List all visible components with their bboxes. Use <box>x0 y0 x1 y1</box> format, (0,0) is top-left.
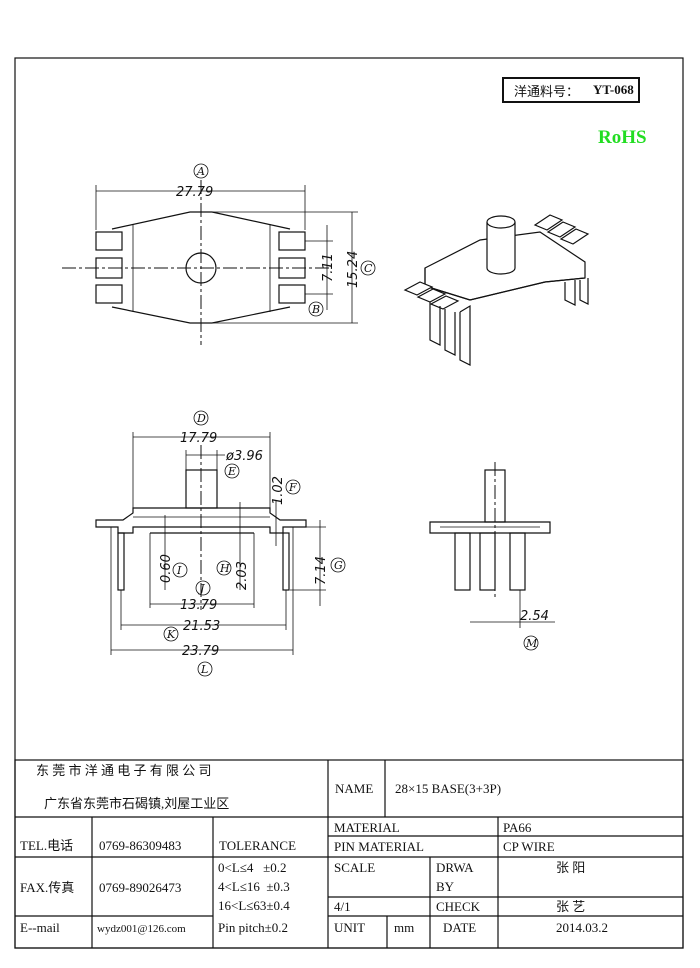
pin-right <box>282 532 290 591</box>
tolerance-label: TOLERANCE <box>219 838 296 853</box>
name-value: 28×15 BASE(3+3P) <box>395 781 501 796</box>
rohs-mark: RoHS <box>598 127 647 148</box>
dim-overall: 23.79 <box>182 644 219 659</box>
name-label: NAME <box>335 781 373 796</box>
pin-material-value: CP WIRE <box>503 839 555 854</box>
part-number-box: 洋通料号： YT-068 <box>502 77 640 103</box>
material-label: MATERIAL <box>334 820 400 835</box>
material-value: PA66 <box>503 820 532 835</box>
label-i: I <box>176 564 182 577</box>
tel-label: TEL.电话 <box>20 838 73 853</box>
dim-pillar-height: 2.03 <box>235 561 250 590</box>
scale-value: 4/1 <box>334 899 351 914</box>
drawn-label: DRWA <box>436 860 474 875</box>
label-k: K <box>166 628 176 641</box>
front-view: 17.79 D ø3.96 E 1.02 F 7.14 G 0.60 I 2.0… <box>95 410 346 677</box>
pin-left <box>117 532 125 591</box>
label-g: G <box>334 559 343 572</box>
dim-body: 17.79 <box>180 431 217 446</box>
scale-label: SCALE <box>334 860 375 875</box>
label-f: F <box>288 481 297 494</box>
label-h: H <box>219 562 230 575</box>
dim-flange: 1.02 <box>271 476 286 505</box>
check-label: CHECK <box>436 899 481 914</box>
dim-pitch: 7.11 <box>321 253 336 282</box>
drawn-value: 张 阳 <box>556 860 585 875</box>
email-value: wydz001@126.com <box>97 923 186 935</box>
tel-value: 0769-86309483 <box>99 838 181 853</box>
tolerance-row: 0<L≤4 ±0.2 <box>218 860 287 875</box>
label-b: B <box>311 303 320 316</box>
pin <box>509 532 526 591</box>
drawn-label: BY <box>436 879 455 894</box>
pads-left <box>95 231 123 304</box>
label-l: L <box>200 663 208 676</box>
pin <box>454 532 471 591</box>
tolerance-row: 4<L≤16 ±0.3 <box>218 879 290 894</box>
tolerance-row: Pin pitch±0.2 <box>218 920 288 935</box>
check-value: 张 艺 <box>556 899 585 914</box>
title-block-text: 东 莞 市 洋 通 电 子 有 限 公 司 广东省东莞市石碣镇,刘屋工业区 NA… <box>20 763 608 935</box>
dim-depth: 15.24 <box>346 251 361 288</box>
label-c: C <box>364 262 373 275</box>
part-number-label: 洋通料号： <box>514 83 580 99</box>
dim-pin-length: 7.14 <box>314 556 329 585</box>
unit-label: UNIT <box>334 920 365 935</box>
dim-inner: 13.79 <box>180 598 217 613</box>
date-label: DATE <box>443 920 476 935</box>
label-d: D <box>196 412 206 425</box>
fax-label: FAX.传真 <box>20 880 74 895</box>
side-view: 2.54 M <box>429 462 555 651</box>
dim-pillar-dia: ø3.96 <box>225 449 263 464</box>
company-address: 广东省东莞市石碣镇,刘屋工业区 <box>44 796 229 811</box>
dim-width: 27.79 <box>176 185 213 200</box>
dim-pitch: 2.54 <box>520 609 549 624</box>
drawing-frame <box>14 57 684 949</box>
date-value: 2014.03.2 <box>556 920 608 935</box>
label-j: J <box>198 582 205 595</box>
pin-material-label: PIN MATERIAL <box>334 839 424 854</box>
dim-pin-span: 21.53 <box>183 619 220 634</box>
pin <box>479 532 496 591</box>
label-m: M <box>525 637 538 650</box>
isometric-view <box>403 214 590 366</box>
label-e: E <box>227 465 236 478</box>
top-view: 27.79 A 15.24 C 7.11 B <box>62 163 376 345</box>
body-outline <box>111 211 291 324</box>
label-a: A <box>196 165 205 178</box>
email-label: E--mail <box>20 920 60 935</box>
dim-thickness: 0.60 <box>159 554 174 583</box>
company-name: 东 莞 市 洋 通 电 子 有 限 公 司 <box>36 763 212 778</box>
title-block <box>14 759 684 949</box>
part-number: YT-068 <box>593 82 634 97</box>
tolerance-row: 16<L≤63±0.4 <box>218 898 290 913</box>
pillar-circle <box>185 252 217 284</box>
fax-value: 0769-89026473 <box>99 880 181 895</box>
unit-value: mm <box>394 920 414 935</box>
